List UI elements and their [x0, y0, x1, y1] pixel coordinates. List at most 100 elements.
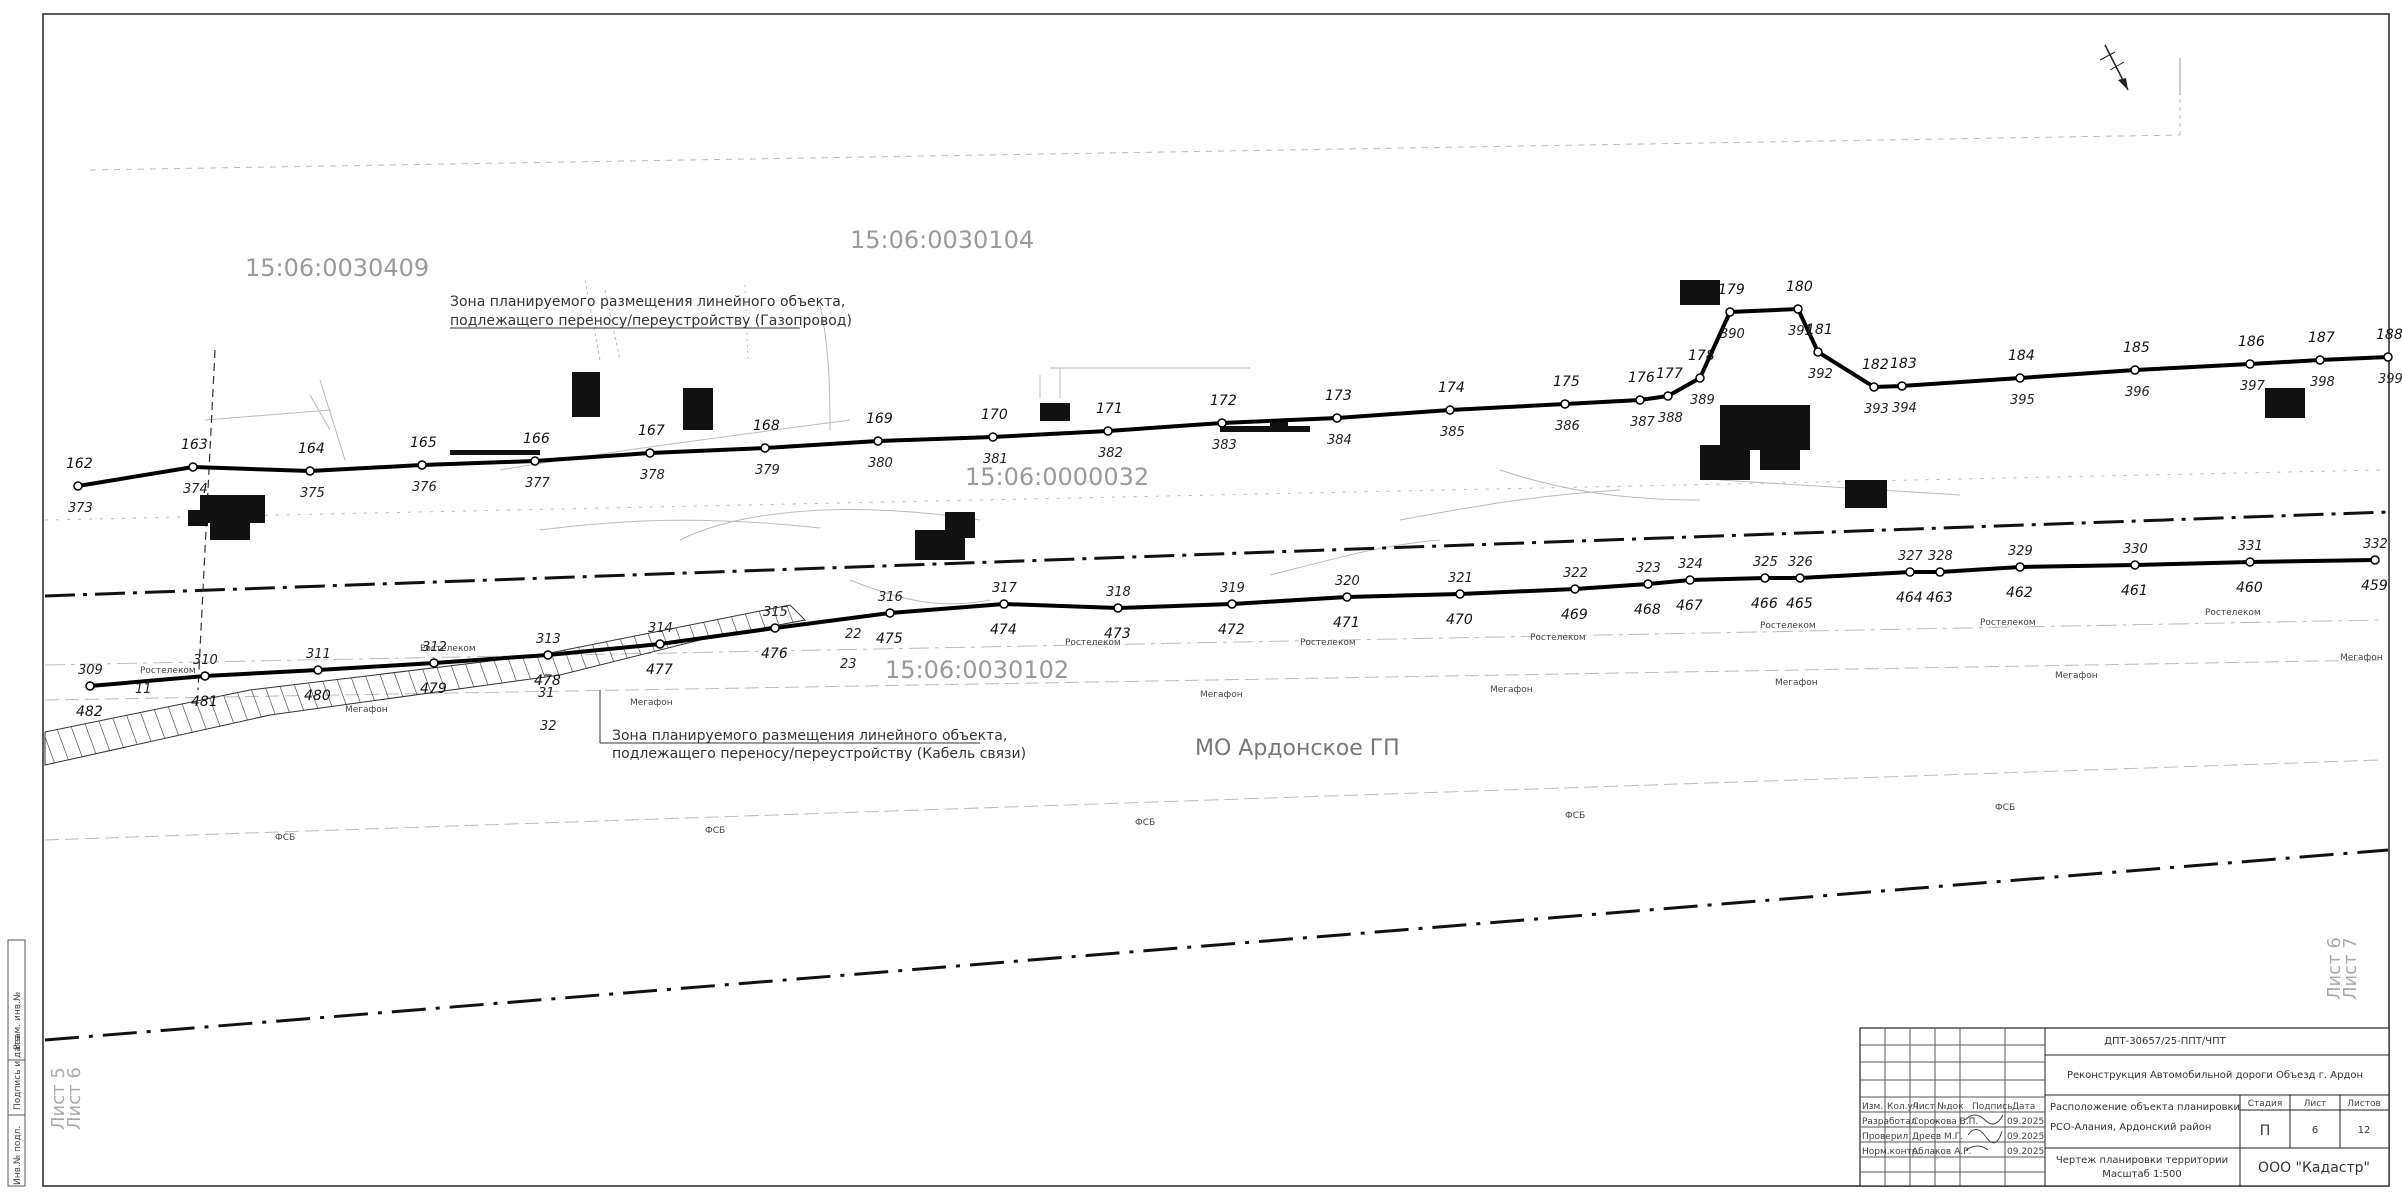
vertex-label: 325: [1753, 555, 1778, 570]
vertex-label: 181: [1806, 322, 1833, 338]
fsb-label: ФСБ: [1995, 803, 2015, 813]
megafon-label: Мегафон: [630, 698, 673, 708]
rostelecom-label: Ростелеком: [1065, 638, 1121, 648]
vertex-label: 386: [1555, 419, 1580, 434]
cable-zone-note: Зона планируемого размещения линейного о…: [612, 728, 1007, 744]
vertex-label: 379: [755, 463, 780, 478]
vertex-marker: [770, 623, 780, 633]
vertex-marker: [1760, 573, 1770, 583]
vertex-label: 392: [1808, 367, 1833, 382]
tb-role: Норм.контр.: [1862, 1147, 1920, 1157]
background-linework: [44, 58, 2381, 841]
rostelecom-label: Ростелеком: [1760, 621, 1816, 631]
vertex-marker: [1905, 567, 1915, 577]
vertex-marker: [645, 448, 655, 458]
vertex-label: 320: [1335, 574, 1360, 589]
sheets-label: Листов: [2347, 1099, 2381, 1109]
vertex-marker: [885, 608, 895, 618]
sheet-label: Лист: [2304, 1099, 2327, 1109]
rostelecom-label: Ростелеком: [420, 644, 476, 654]
drawing-scale: Масштаб 1:500: [2102, 1169, 2182, 1180]
tb-name: Дреев М.Г.: [1912, 1132, 1963, 1142]
vertex-label: 398: [2310, 375, 2335, 390]
buildings: [188, 280, 2305, 560]
vertex-label: 383: [1212, 438, 1237, 453]
vertex-marker: [1445, 405, 1455, 415]
vertex-label: 321: [1448, 571, 1473, 586]
megafon-label: Мегафон: [1775, 678, 1818, 688]
fsb-label: ФСБ: [275, 833, 295, 843]
vertex-marker: [305, 466, 315, 476]
gas-zone-note: Зона планируемого размещения линейного о…: [450, 294, 845, 310]
vertex-label: 186: [2238, 334, 2265, 350]
vertex-label: 388: [1658, 411, 1683, 426]
vertex-marker: [1695, 373, 1705, 383]
vertex-label: 166: [523, 431, 550, 447]
vertex-label: 175: [1553, 374, 1580, 390]
vertex-label: 465: [1786, 596, 1813, 612]
vertex-label: 472: [1218, 622, 1245, 638]
parcel-label: 15:06:0030102: [885, 656, 1069, 684]
rostelecom-label: Ростелеком: [140, 666, 196, 676]
vertex-marker: [313, 665, 323, 675]
vertex-marker: [2015, 562, 2025, 572]
tb-date: 09.2025: [2007, 1117, 2044, 1127]
sheet-mark-left: Лист 6: [64, 1067, 85, 1130]
vertex-marker: [73, 481, 83, 491]
vertex-label: 384: [1327, 433, 1352, 448]
title-block: ДПТ-30657/25-ППТ/ЧПТ Реконструкция Автом…: [1859, 1027, 2390, 1187]
vertex-label: 460: [2236, 580, 2263, 596]
sheets-value: 12: [2358, 1125, 2371, 1136]
tb-role: Разработал: [1862, 1117, 1917, 1127]
vertex-marker: [1795, 573, 1805, 583]
vertex-label: 470: [1446, 612, 1473, 628]
vertex-marker: [1113, 603, 1123, 613]
vertex-label: 394: [1892, 401, 1917, 416]
vertex-marker: [2130, 365, 2140, 375]
point-label: 22: [845, 627, 862, 642]
vertex-label: 312: [422, 640, 447, 655]
vertex-marker: [873, 436, 883, 446]
vertex-label: 324: [1678, 557, 1703, 572]
vertex-marker: [1663, 391, 1673, 401]
vertex-label: 162: [66, 456, 93, 472]
vertex-marker: [655, 639, 665, 649]
top-boundary-line: 1623731633741643751653761663771673781683…: [66, 279, 2402, 516]
company-name: ООО "Кадастр": [2258, 1160, 2370, 1176]
megafon-label: Мегафон: [1200, 690, 1243, 700]
point-label: 23: [840, 657, 857, 672]
tb-header: №док: [1937, 1102, 1964, 1112]
vertex-marker: [2245, 359, 2255, 369]
vertex-label: 464: [1896, 590, 1923, 606]
vertex-marker: [1643, 579, 1653, 589]
fsb-label: ФСБ: [1135, 818, 1155, 828]
vertex-marker: [1560, 399, 1570, 409]
vertex-label: 314: [648, 621, 673, 636]
project-name: Реконструкция Автомобильной дороги Объез…: [2067, 1070, 2363, 1081]
vertex-label: 327: [1898, 549, 1924, 564]
vertex-marker: [188, 462, 198, 472]
vertex-label: 475: [876, 631, 903, 647]
vertex-label: 474: [990, 622, 1017, 638]
vertex-label: 328: [1928, 549, 1953, 564]
bottom-polyline: [89, 558, 2376, 688]
vertex-label: 397: [2240, 379, 2266, 394]
bottom-boundary-line: 3094823104813114803124793134783144773154…: [76, 537, 2388, 720]
vertex-label: 311: [306, 647, 331, 662]
vertex-label: 332: [2363, 537, 2388, 552]
vertex-label: 477: [646, 662, 673, 678]
vertex-label: 331: [2238, 539, 2263, 554]
side-stamp: Инв.№ подл. Подпись и дата Взам. инв.№: [7, 939, 26, 1187]
vertex-marker: [1217, 418, 1227, 428]
tb-name: Аблаков А.Р.: [1912, 1147, 1971, 1157]
vertex-marker: [1725, 307, 1735, 317]
vertex-label: 164: [298, 441, 325, 457]
vertex-label: 315: [763, 605, 788, 620]
vertex-label: 396: [2125, 385, 2150, 400]
vertex-marker: [1455, 589, 1465, 599]
vertex-label: 395: [2010, 393, 2035, 408]
vertex-label: 165: [410, 435, 437, 451]
stamp-vzam: Взам. инв.№: [13, 992, 23, 1050]
